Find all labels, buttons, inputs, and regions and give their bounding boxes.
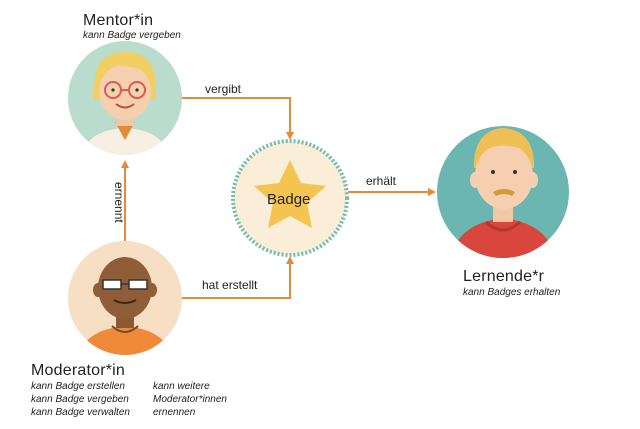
edge-label-ernennt: ernennt	[112, 182, 126, 223]
badge-node	[231, 139, 349, 257]
learner-title: Lernende*r	[463, 268, 545, 285]
moderator-avatar	[68, 241, 182, 355]
moderator-ability: kann Badge verwalten	[31, 407, 130, 418]
arrow-hat-erstellt	[182, 256, 294, 299]
moderator-ability: ernennen	[153, 407, 196, 418]
learner-subtitle: kann Badges erhalten	[463, 287, 561, 298]
edge-label-vergibt: vergibt	[205, 82, 242, 96]
moderator-ability: Moderator*innen	[153, 394, 227, 405]
learner-avatar	[437, 126, 569, 258]
star-icon	[254, 160, 326, 228]
edge-label-erhaelt: erhält	[366, 174, 397, 188]
mentor-avatar	[68, 41, 182, 155]
moderator-ability: kann Badge vergeben	[31, 394, 129, 405]
mentor-subtitle: kann Badge vergeben	[83, 30, 181, 41]
moderator-ability: kann Badge erstellen	[31, 381, 125, 392]
moderator-title: Moderator*in	[31, 362, 126, 379]
arrow-vergibt	[182, 97, 294, 140]
mentor-title: Mentor*in	[83, 12, 154, 29]
edge-label-hat-erstellt: hat erstellt	[202, 278, 258, 292]
moderator-abilities-left: kann Badge erstellen kann Badge vergeben…	[31, 380, 130, 419]
moderator-ability: kann weitere	[153, 381, 210, 392]
moderator-abilities-right: kann weitere Moderator*innen ernennen	[153, 380, 227, 419]
badge-label: Badge	[267, 191, 311, 208]
